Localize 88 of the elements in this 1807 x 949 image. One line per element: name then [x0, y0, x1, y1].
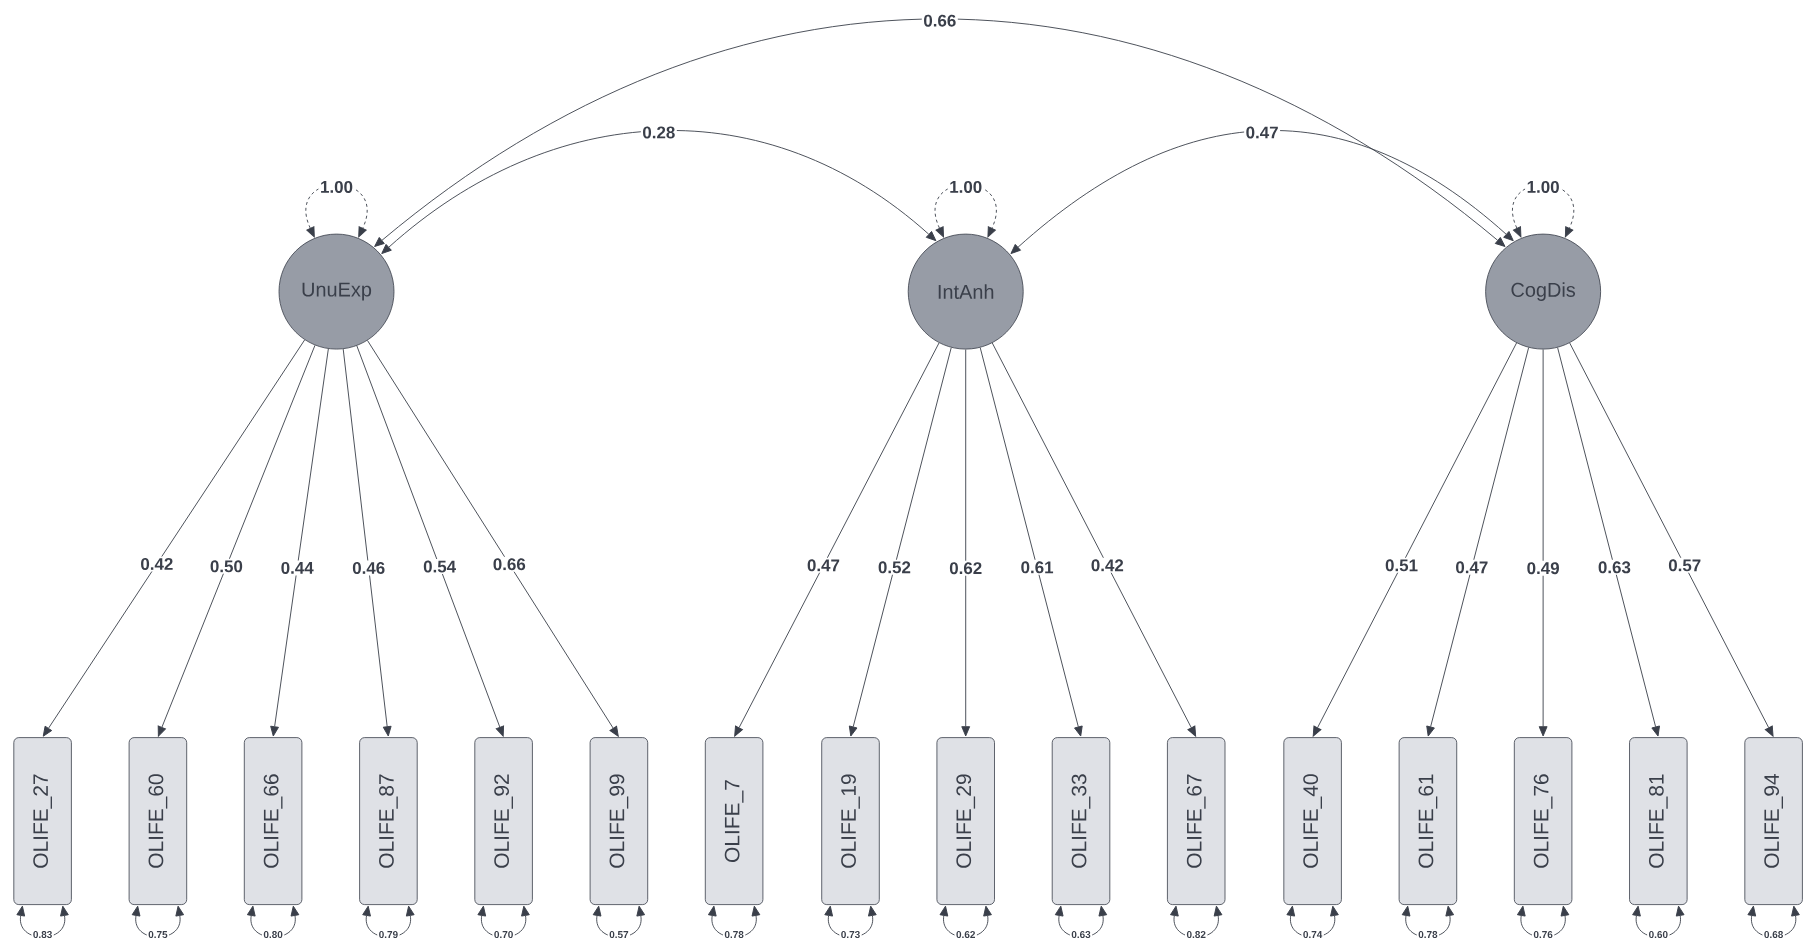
arrow [592, 905, 646, 938]
indicator-box: OLIFE_87 [359, 737, 418, 905]
edge-label: 0.47 [1244, 125, 1281, 140]
edge-label: 0.75 [146, 929, 170, 940]
arrow [1312, 342, 1517, 737]
arrow [991, 342, 1197, 737]
indicator-box: OLIFE_40 [1283, 737, 1342, 905]
arrow [1516, 905, 1570, 938]
arrow [824, 905, 877, 938]
arrow [961, 349, 971, 737]
arrow [131, 905, 185, 938]
arrow [1569, 342, 1774, 737]
arrow [1170, 905, 1223, 938]
arrow [270, 348, 329, 737]
arrow [1286, 905, 1339, 938]
edge-label: 0.42 [138, 556, 175, 572]
arrow [246, 905, 300, 938]
arrow [367, 340, 619, 737]
indicator-box: OLIFE_94 [1744, 737, 1803, 905]
arrow [1557, 347, 1660, 737]
arrow [1010, 130, 1514, 255]
edge-label: 0.44 [279, 560, 316, 576]
indicator-box: OLIFE_99 [589, 737, 649, 905]
edge-label: 0.83 [31, 929, 54, 940]
arrow [1054, 905, 1108, 938]
indicator-box: OLIFE_67 [1167, 737, 1226, 905]
edge-label: 0.80 [261, 929, 285, 940]
edge-label: 0.50 [208, 558, 245, 574]
edge-label: 0.73 [839, 929, 862, 940]
edge-label: 0.51 [1383, 557, 1420, 573]
arrow [1401, 905, 1455, 938]
edge-label: 1.00 [1525, 179, 1562, 195]
edge-label: 0.82 [1185, 929, 1208, 940]
indicator-box: OLIFE_76 [1513, 737, 1573, 905]
arrow [342, 348, 392, 737]
edge-label: 0.46 [350, 560, 387, 576]
indicator-box: OLIFE_60 [128, 737, 188, 905]
arrow [374, 18, 1506, 247]
edge-label: 0.60 [1647, 929, 1670, 940]
arrow [1426, 347, 1530, 737]
arrow [979, 347, 1083, 737]
arrow [362, 905, 415, 938]
edge-label: 0.70 [492, 929, 515, 940]
edge-label: 0.57 [607, 929, 631, 940]
edge-label: 0.47 [1453, 559, 1490, 575]
edge-label: 0.78 [1416, 929, 1440, 940]
edge-label: 0.47 [805, 557, 842, 573]
edge-label: 0.61 [1019, 559, 1056, 575]
edge-label: 0.49 [1525, 560, 1562, 576]
edge-label: 0.42 [1089, 557, 1126, 573]
indicator-box: OLIFE_61 [1398, 737, 1458, 905]
edge-label: 0.52 [876, 559, 913, 575]
edge-label: 1.00 [947, 179, 984, 195]
arrow [16, 905, 69, 938]
arrow [939, 905, 992, 938]
edge-label: 0.57 [1666, 557, 1703, 573]
edge-label: 0.63 [1069, 929, 1093, 940]
edge-label: 0.62 [947, 560, 984, 576]
indicator-box: OLIFE_33 [1051, 737, 1111, 905]
arrow [707, 905, 761, 938]
arrow [157, 344, 316, 737]
edge-label: 0.78 [722, 929, 746, 940]
edge-label: 0.68 [1762, 929, 1785, 940]
edge-label: 0.63 [1596, 559, 1633, 575]
indicator-box: OLIFE_27 [13, 737, 72, 905]
arrow [848, 347, 952, 737]
arrow [42, 339, 306, 737]
indicator-box: OLIFE_81 [1629, 737, 1688, 905]
edge-label: 0.66 [921, 13, 958, 29]
arrow [381, 130, 937, 255]
indicator-box: OLIFE_29 [936, 737, 995, 905]
indicator-box: OLIFE_66 [243, 737, 303, 905]
edge-label: 0.76 [1531, 929, 1555, 940]
arrow [1632, 905, 1685, 938]
indicator-box: OLIFE_7 [704, 737, 764, 905]
arrow [477, 905, 530, 938]
edge-label: 0.74 [1301, 929, 1324, 940]
arrow [356, 345, 505, 737]
arrow [1538, 349, 1548, 737]
edge-label: 1.00 [318, 179, 355, 195]
arrow [734, 342, 940, 737]
edge-label: 0.28 [640, 125, 677, 140]
edge-label: 0.62 [954, 929, 977, 940]
edge-label: 0.54 [421, 559, 458, 575]
indicator-box: OLIFE_19 [821, 737, 880, 905]
edge-label: 0.79 [377, 929, 400, 940]
edge-label: 0.66 [491, 556, 528, 572]
indicator-box: OLIFE_92 [474, 737, 533, 905]
